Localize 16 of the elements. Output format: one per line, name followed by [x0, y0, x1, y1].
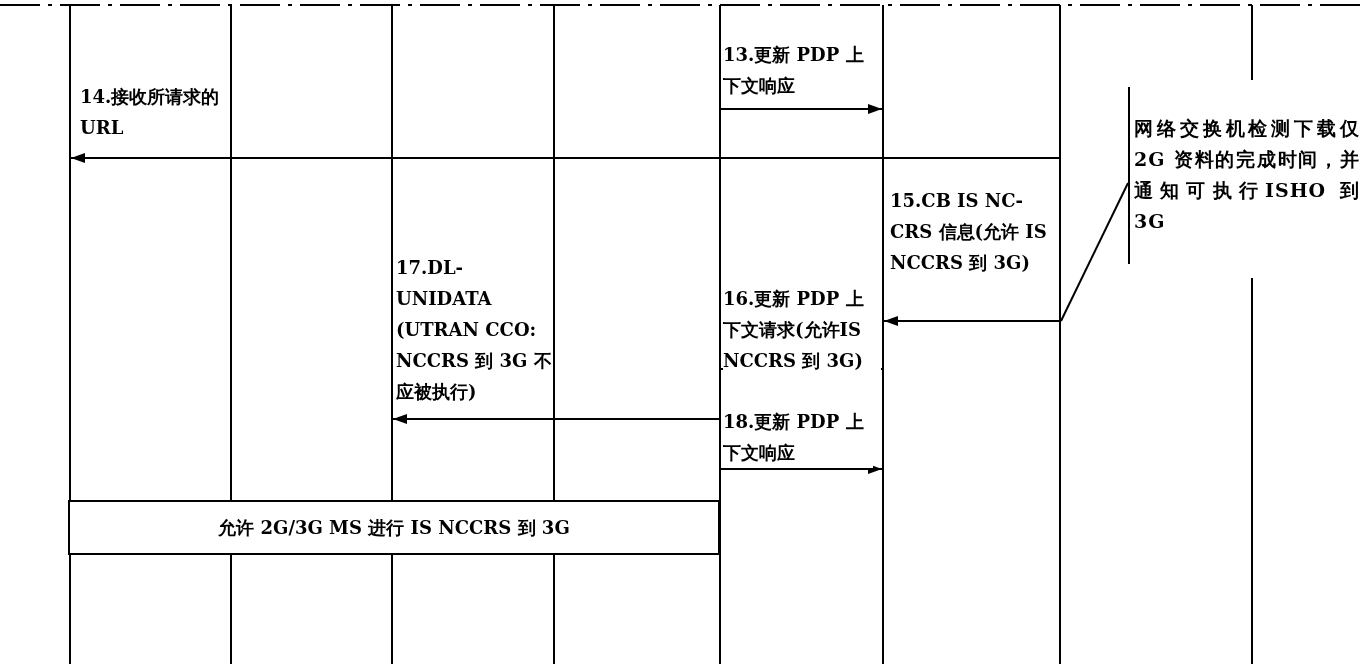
leader-line — [1060, 182, 1129, 322]
lifeline — [1251, 5, 1253, 664]
lifeline — [391, 5, 393, 664]
lifeline — [69, 5, 71, 664]
lifeline — [230, 5, 232, 664]
lifeline — [882, 5, 884, 664]
lifeline — [719, 5, 721, 664]
lifeline — [553, 5, 555, 664]
arrow — [70, 153, 1060, 163]
annotation-note: 网络交换机检测下载仅 2G 资料的完成时间，并通知可执行ISHO 到 3G — [1128, 87, 1360, 264]
arrow — [883, 316, 1060, 326]
arrow — [720, 104, 883, 114]
arrow — [392, 414, 720, 424]
process-box: 允许 2G/3G MS 进行 IS NCCRS 到 3G — [68, 500, 720, 555]
arrow — [720, 464, 883, 474]
lifeline — [1059, 5, 1061, 664]
